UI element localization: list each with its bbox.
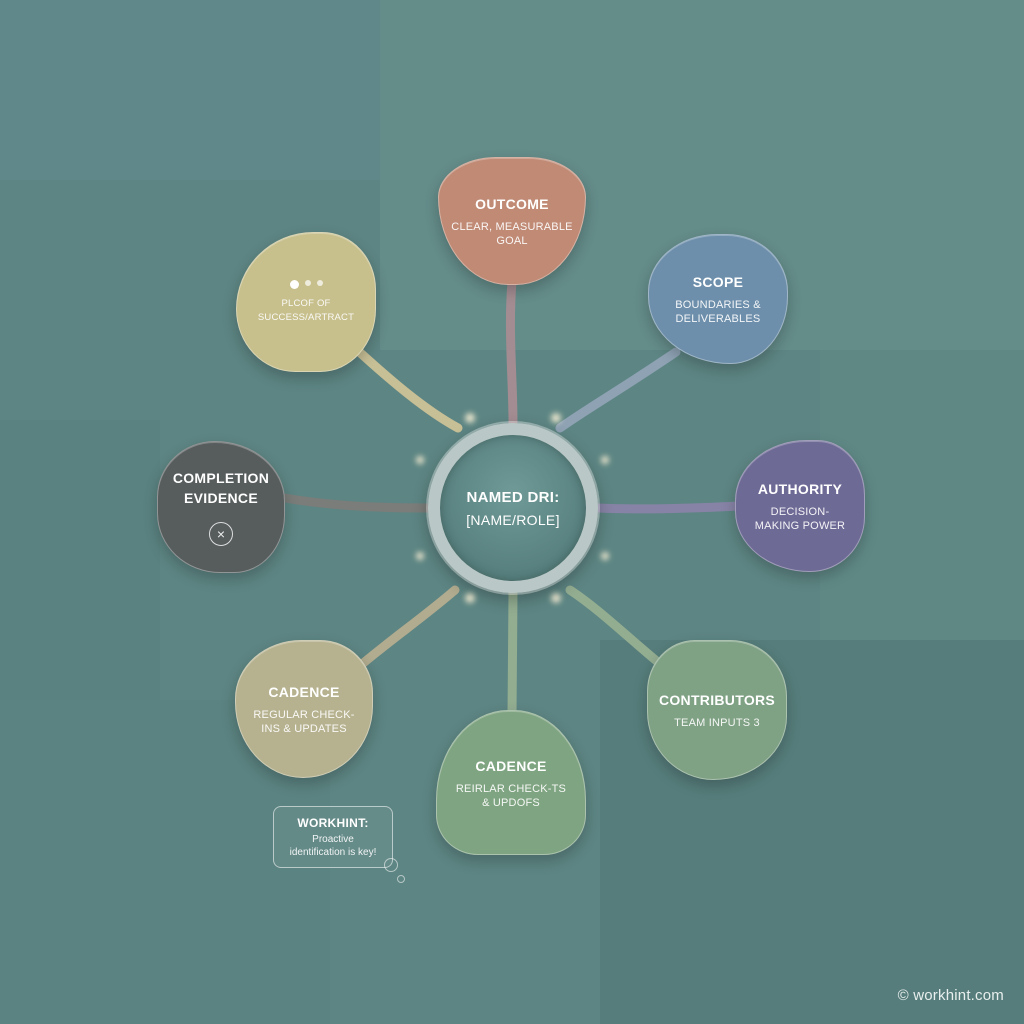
node-authority: AUTHORITY DECISION-MAKING POWER (735, 440, 865, 572)
node-outcome: OUTCOME CLEAR, MEASURABLE GOAL (438, 157, 586, 285)
node-completion-evidence: COMPLETION EVIDENCE × (157, 441, 285, 573)
hub-title: NAMED DRI: (466, 488, 560, 506)
node-cadence-bottom: CADENCE REIRLAR CHECK-TS & UPDOFS (436, 710, 586, 855)
node-title: AUTHORITY (757, 481, 843, 497)
node-title: CADENCE (475, 757, 547, 774)
connector-cadence-bottom (507, 588, 518, 720)
background-panel (0, 420, 160, 720)
node-title: OUTCOME (475, 196, 549, 212)
node-cadence-left: CADENCE REGULAR CHECK-INS & UPDATES (235, 640, 373, 778)
node-subtitle: CLEAR, MEASURABLE GOAL (451, 221, 573, 247)
node-title: CONTRIBUTORS (658, 692, 776, 708)
watermark: © workhint.com (897, 987, 1004, 1004)
dots-icon (289, 279, 323, 289)
connector-outcome (505, 277, 518, 428)
connector-contributors (565, 585, 670, 673)
center-hub: NAMED DRI: [NAME/ROLE] (428, 423, 598, 593)
node-title: CADENCE (268, 684, 340, 700)
thought-bubble (397, 875, 405, 883)
hub-subtitle: [NAME/ROLE] (466, 511, 560, 528)
connector-cadence-left (350, 585, 460, 675)
node-subtitle: PLCOF OF SUCCESS/ARTRACT (257, 297, 355, 323)
node-scope: SCOPE BOUNDARIES & DELIVERABLES (648, 234, 788, 364)
node-subtitle: BOUNDARIES & DELIVERABLES (675, 299, 761, 325)
node-proof: PLCOF OF SUCCESS/ARTRACT (236, 232, 376, 372)
node-contributors: CONTRIBUTORS TEAM INPUTS 3 (647, 640, 787, 780)
connector-proof (350, 343, 463, 433)
node-subtitle: REGULAR CHECK-INS & UPDATES (253, 709, 355, 735)
node-title: SCOPE (692, 274, 744, 290)
connector-authority (593, 501, 745, 514)
tip-title: WORKHINT: (297, 815, 369, 830)
close-circle-icon: × (209, 522, 233, 546)
connector-scope (555, 347, 681, 433)
node-title: COMPLETION EVIDENCE (172, 470, 270, 506)
node-subtitle: DECISION-MAKING POWER (754, 506, 846, 532)
background-panel (0, 0, 380, 180)
connector-completion (280, 493, 433, 513)
node-subtitle: TEAM INPUTS 3 (674, 717, 760, 729)
tip-callout: WORKHINT: Proactive identification is ke… (273, 806, 393, 868)
node-subtitle: REIRLAR CHECK-TS & UPDOFS (455, 782, 567, 809)
tip-text: Proactive identification is key! (289, 833, 377, 858)
thought-bubble (384, 858, 398, 872)
